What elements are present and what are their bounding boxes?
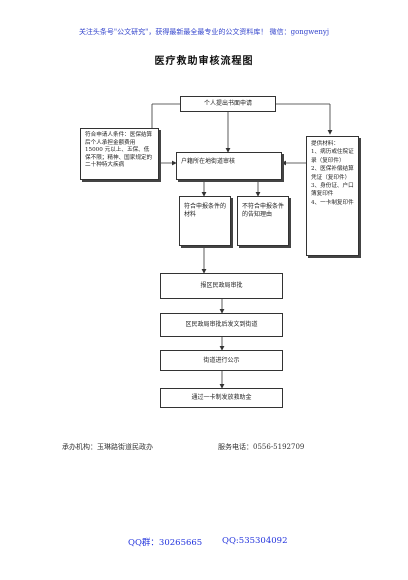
step-district-issue: 区民政局审批后发文到街道 bbox=[160, 313, 283, 337]
qq-group: QQ群：30265665 bbox=[128, 538, 203, 548]
step-street-review: 户籍所在地街道审核 bbox=[176, 152, 282, 180]
step-district-approve: 报区民政局审批 bbox=[160, 273, 283, 299]
step-not-meets: 不符合申报条件的告知理由 bbox=[237, 196, 289, 246]
step-street-announce: 街道进行公示 bbox=[160, 350, 283, 371]
page-title: 医疗救助审核流程图 bbox=[154, 56, 254, 67]
step-left-conditions: 符合申请人条件：医保结算后个人承担金额费用 15000 元以上、五保、低保不限；… bbox=[80, 128, 159, 180]
step-right-materials: 提供材料： 1、病历或住院证录（复印件） 2、医保补偿结算凭证（复印件） 3、身… bbox=[306, 136, 359, 256]
step-pay: 通过一卡制发放救助金 bbox=[160, 388, 283, 408]
footer-phone: 服务电话：0556-5192709 bbox=[218, 443, 305, 451]
top-banner: 关注头条号"公文研究"，获得最新最全最专业的公文资料库！ 微信：gongweny… bbox=[78, 28, 330, 36]
footer-office: 承办机构：玉琳路街道民政办 bbox=[62, 443, 153, 451]
step-meets: 符合申报条件的材料 bbox=[179, 196, 231, 246]
step-apply: 个人提出书面申请 bbox=[180, 96, 276, 112]
qq-number: QQ:535304092 bbox=[222, 536, 288, 546]
